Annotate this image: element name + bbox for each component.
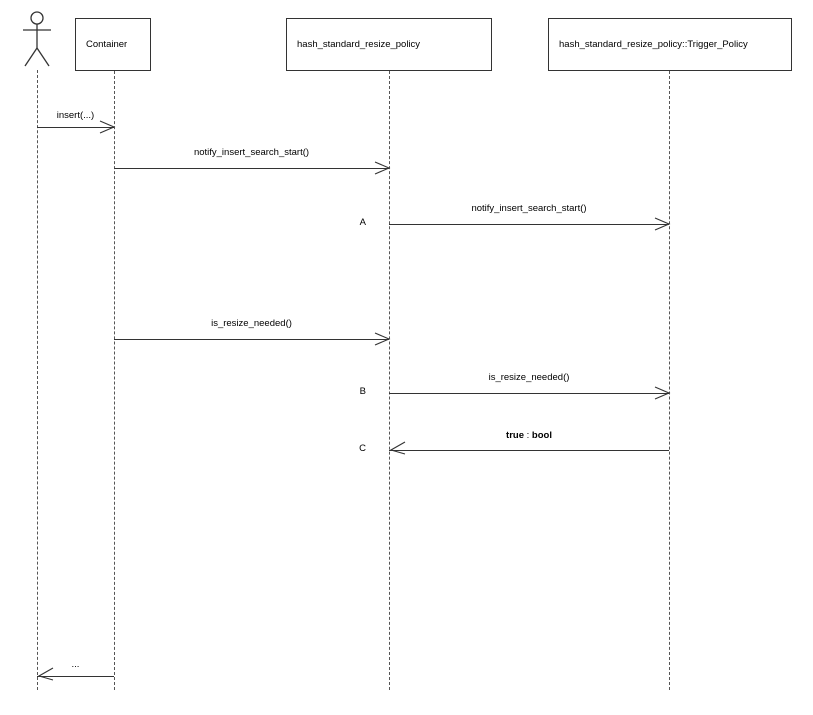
message-label-notify-insert-search-start-container: notify_insert_search_start() bbox=[193, 147, 310, 158]
arrowhead-true-bool bbox=[389, 441, 406, 455]
lifeline-container bbox=[114, 71, 115, 690]
message-label-notify-insert-search-start-policy: notify_insert_search_start() bbox=[471, 203, 587, 214]
lifeline-trigger-policy bbox=[669, 71, 670, 690]
message-label-true-bool: true : bool bbox=[389, 430, 669, 441]
message-tag-b: B bbox=[359, 386, 366, 397]
arrowhead-insert bbox=[99, 120, 116, 134]
lifeline-policy bbox=[389, 71, 390, 690]
message-label-is-resize-needed-container: is_resize_needed() bbox=[211, 318, 292, 329]
actor-figure bbox=[14, 8, 60, 72]
message-line-ellipsis-return bbox=[37, 676, 114, 677]
participant-label-container: Container bbox=[86, 38, 128, 50]
arrowhead-is-resize-needed-container bbox=[374, 332, 391, 346]
actor-leg-left bbox=[24, 47, 38, 67]
message-tag-a: A bbox=[359, 217, 366, 228]
lifeline-actor bbox=[37, 70, 38, 690]
arrowhead-ellipsis-return bbox=[37, 667, 54, 681]
participant-box-container[interactable]: Container bbox=[75, 18, 151, 71]
return-value-text: true bbox=[506, 430, 524, 441]
actor-leg-right bbox=[36, 47, 50, 67]
participant-box-policy[interactable]: hash_standard_resize_policy bbox=[286, 18, 492, 71]
message-line-insert bbox=[37, 127, 114, 128]
participant-label-trigger-policy: hash_standard_resize_policy::Trigger_Pol… bbox=[559, 38, 748, 50]
message-line-is-resize-needed-container bbox=[114, 339, 389, 340]
arrowhead-is-resize-needed-policy bbox=[654, 386, 671, 400]
message-tag-c: C bbox=[359, 443, 366, 454]
message-line-notify-insert-search-start-container bbox=[114, 168, 389, 169]
message-line-true-bool bbox=[389, 450, 669, 451]
arrowhead-notify-insert-search-start-policy bbox=[654, 217, 671, 231]
message-line-is-resize-needed-policy bbox=[389, 393, 669, 394]
return-type-text: bool bbox=[531, 430, 552, 441]
message-label-insert: insert(...) bbox=[56, 110, 95, 121]
participant-box-trigger-policy[interactable]: hash_standard_resize_policy::Trigger_Pol… bbox=[548, 18, 792, 71]
actor-icon bbox=[23, 11, 51, 67]
arrowhead-notify-insert-search-start-container bbox=[374, 161, 391, 175]
participant-label-policy: hash_standard_resize_policy bbox=[297, 38, 421, 50]
return-separator: : bbox=[523, 430, 532, 441]
message-label-ellipsis-return: ... bbox=[71, 659, 80, 670]
actor-head bbox=[30, 11, 44, 25]
message-line-notify-insert-search-start-policy bbox=[389, 224, 669, 225]
message-label-is-resize-needed-policy: is_resize_needed() bbox=[488, 372, 570, 383]
